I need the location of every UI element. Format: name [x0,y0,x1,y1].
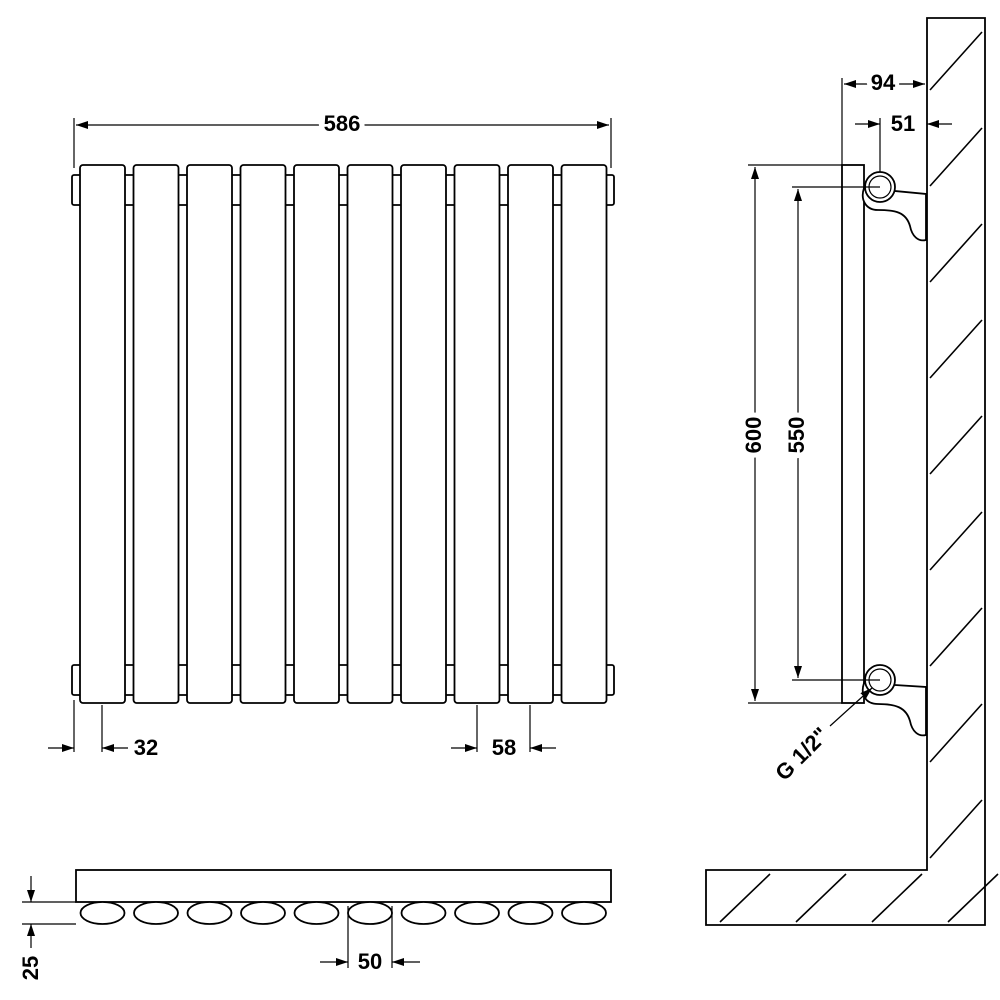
radiator-side-panel [841,164,865,704]
front-elevation: 586 32 58 [48,106,615,764]
tube-pitch-label: 58 [492,735,516,760]
tube-section [454,901,500,925]
hatch-line [929,31,983,91]
side-elevation: 600 550 94 51 G 1/2" [705,17,999,926]
front-tubes [79,164,608,704]
hatch-line [929,703,983,763]
wall-to-pipe-label: 51 [891,111,915,136]
end-offset-label: 32 [134,735,158,760]
tube-section [347,901,393,925]
tube-section [186,901,233,925]
radiator-tube [132,164,180,704]
tube-section [133,901,179,925]
wall-hatching [719,31,999,923]
plan-tubes [79,901,607,925]
projection-label: 94 [871,70,896,95]
radiator-tube [293,164,340,704]
tube-section [507,901,554,925]
tube-width-label: 50 [358,949,382,974]
radiator-tube [186,164,233,704]
tube-section [240,901,286,925]
tube-section [561,901,607,925]
hatch-line [871,873,923,923]
hatch-line [795,873,847,923]
connection-size-label: G 1/2" [770,722,833,785]
hatch-line [929,799,983,859]
hatch-line [719,873,771,923]
tube-section [79,901,126,925]
tube-section [400,901,447,925]
overall-height-label: 600 [741,417,766,454]
radiator-tube [400,164,447,704]
wall-section [705,17,986,926]
overall-width-label: 586 [324,111,361,136]
radiator-tube [507,164,554,704]
hatch-line [929,607,983,667]
radiator-tube [79,164,126,704]
plan-view: 25 50 [18,869,612,980]
radiator-tube [346,164,394,704]
connection-leader-line [829,687,873,727]
hatch-line [929,511,983,571]
tube-section [293,901,340,925]
radiator-tube [239,164,287,704]
hatch-line [929,223,983,283]
plan-header-bar [75,869,612,903]
radiator-tube [453,164,501,704]
pipe-centres-label: 550 [784,417,809,454]
radiator-tube [560,164,608,704]
hatch-line [929,319,983,379]
depth-label: 25 [18,956,43,980]
hatch-line [947,873,999,923]
hatch-line [929,415,983,475]
hatch-line [929,127,983,187]
